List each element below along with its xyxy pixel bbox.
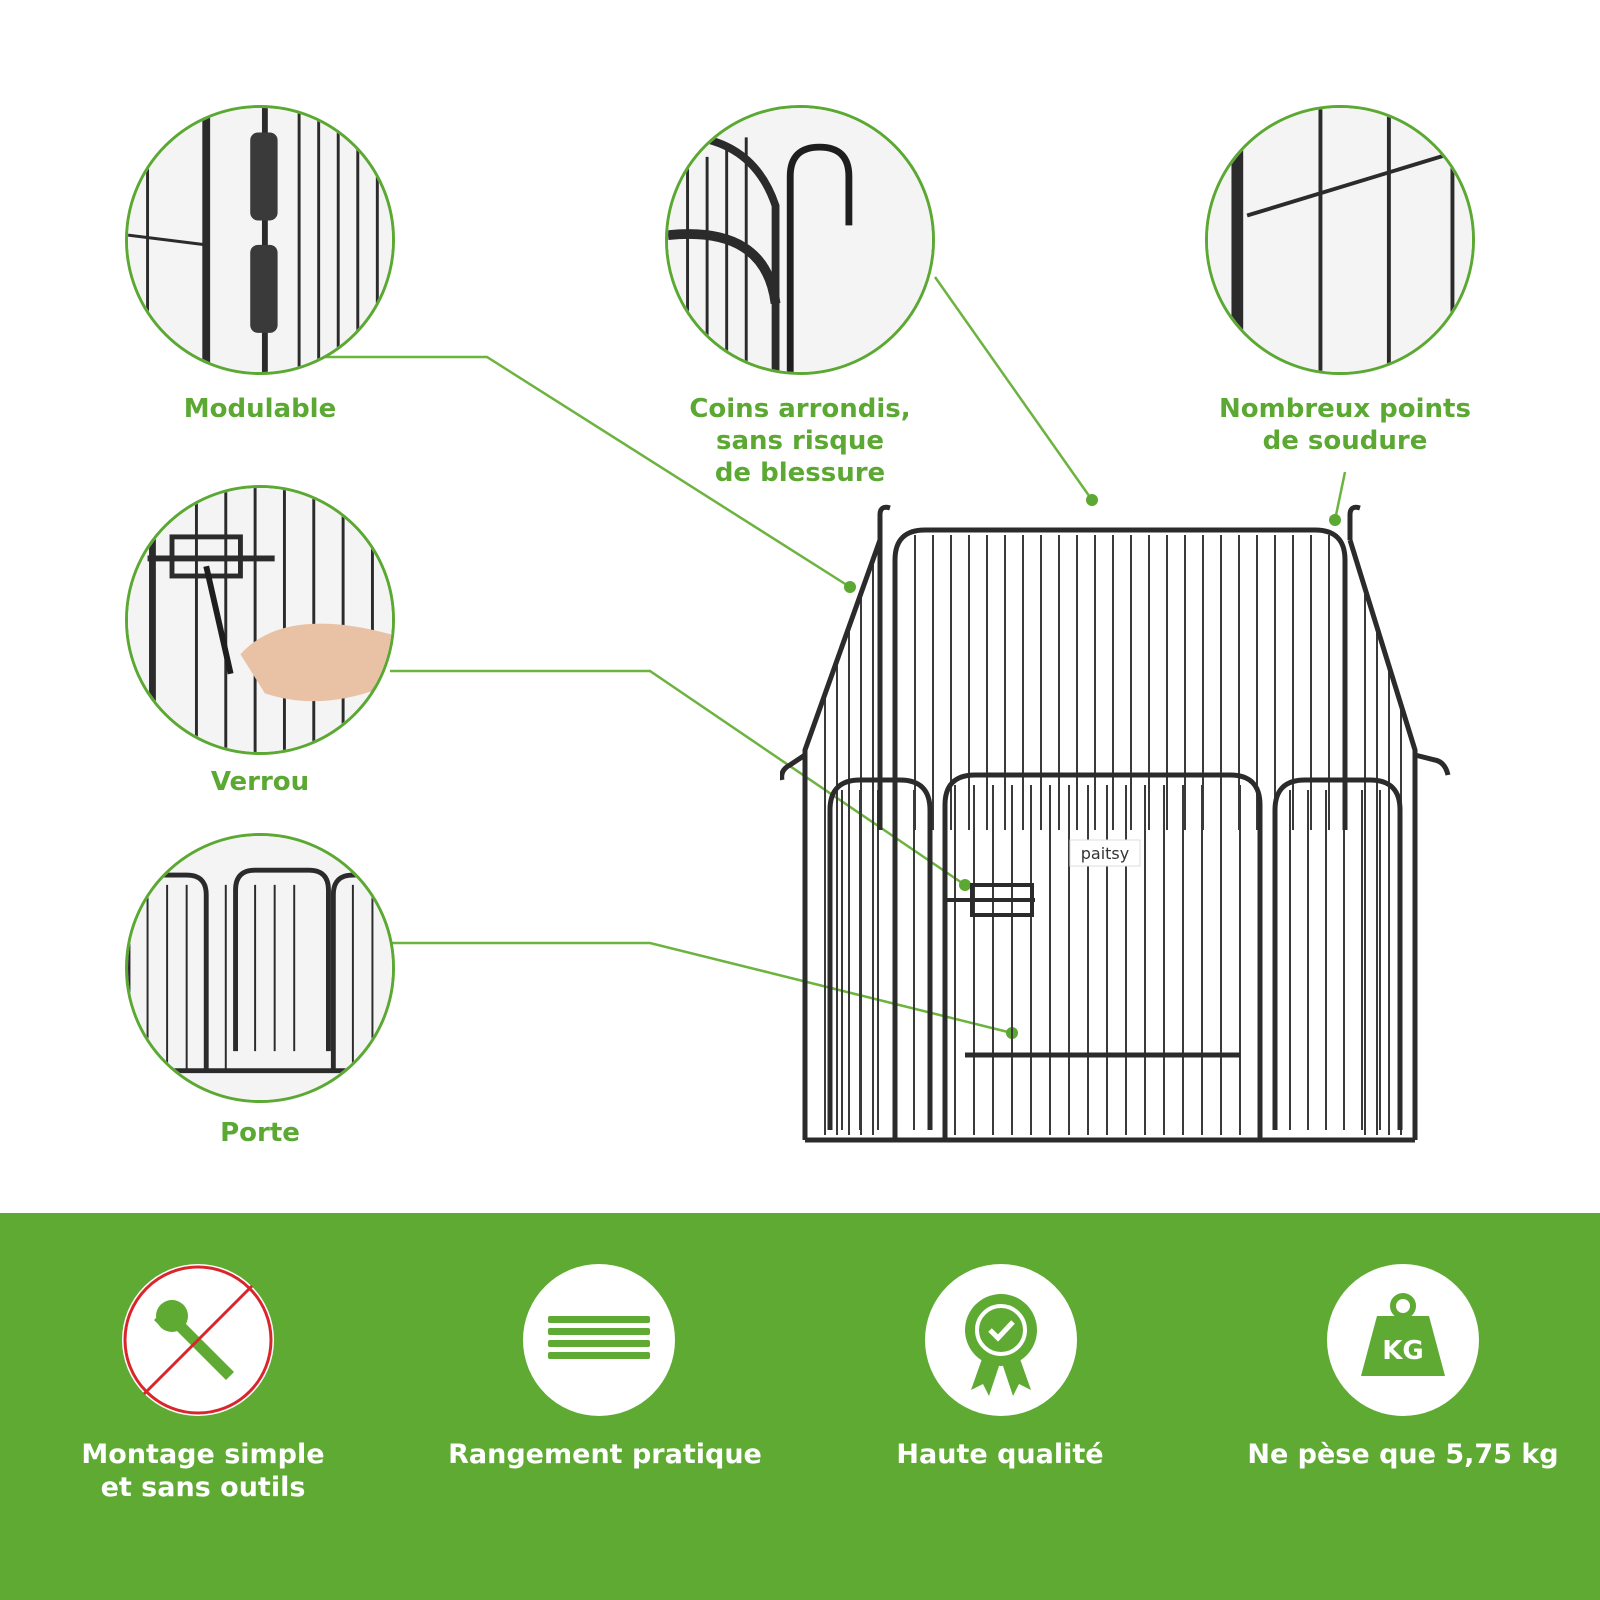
latch-detail-photo xyxy=(125,485,395,755)
feature-label-weight: Ne pèse que 5,75 kg xyxy=(1247,1439,1559,1470)
modulable-detail-photo xyxy=(125,105,395,375)
brand-tag: paitsy xyxy=(1081,844,1129,863)
latch-label: Verrou xyxy=(210,767,310,797)
feature-label-quality: Haute qualité xyxy=(896,1439,1104,1470)
feature-label-assembly: Montage simple et sans outils xyxy=(81,1439,325,1503)
feature-label-storage: Rangement pratique xyxy=(448,1439,762,1470)
features-band xyxy=(0,1213,1600,1600)
door-detail-photo xyxy=(125,833,395,1103)
kg-icon-text: KG xyxy=(1382,1336,1424,1366)
rounded-corners-detail-photo xyxy=(665,105,935,375)
playpen-product-photo: paitsy xyxy=(780,504,1451,1143)
rounded-corners-label: Coins arrondis, sans risque de blessure xyxy=(689,394,911,488)
kg-weight-icon: KG xyxy=(1327,1264,1479,1416)
quality-badge-icon xyxy=(925,1264,1077,1416)
door-label: Porte xyxy=(220,1118,300,1148)
stacked-panels-icon xyxy=(523,1264,675,1416)
modulable-label: Modulable xyxy=(183,394,337,424)
welding-points-detail-photo xyxy=(1205,105,1475,375)
welding-points-label: Nombreux points de soudure xyxy=(1219,394,1471,456)
no-tools-wrench-icon xyxy=(122,1264,274,1416)
